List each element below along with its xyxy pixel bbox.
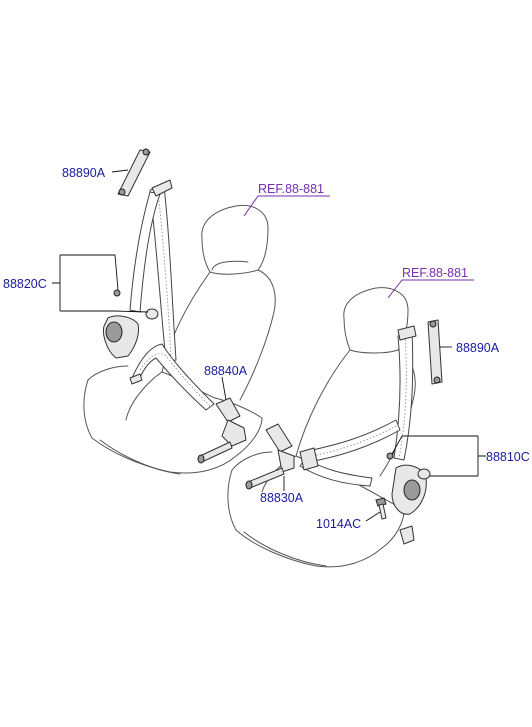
left-upper-anchor — [117, 148, 173, 197]
part-label-88840a: 88840A — [204, 364, 248, 378]
right-retractor — [386, 452, 431, 545]
part-label-88890a-left: 88890A — [62, 166, 106, 180]
leader-lines — [52, 169, 486, 522]
right-buckle — [245, 423, 295, 490]
ref-leader-left — [243, 195, 330, 217]
part-label-88830a: 88830A — [260, 491, 304, 505]
right-upper-anchor — [397, 319, 443, 385]
left-seat-belt-webbing — [129, 185, 215, 411]
ref-leader-right — [387, 279, 474, 299]
ref-label-right[interactable]: REF.88-881 — [402, 266, 468, 280]
part-label-1014ac: 1014AC — [316, 517, 361, 531]
part-label-88810c: 88810C — [486, 450, 530, 464]
left-retractor — [103, 289, 159, 385]
part-label-88890a-right: 88890A — [456, 341, 500, 355]
right-seat-belt-webbing — [299, 329, 414, 487]
part-label-88820c: 88820C — [3, 277, 47, 291]
left-buckle — [197, 397, 247, 464]
bolt-1014ac — [375, 497, 387, 520]
ref-label-left[interactable]: REF.88-881 — [258, 182, 324, 196]
